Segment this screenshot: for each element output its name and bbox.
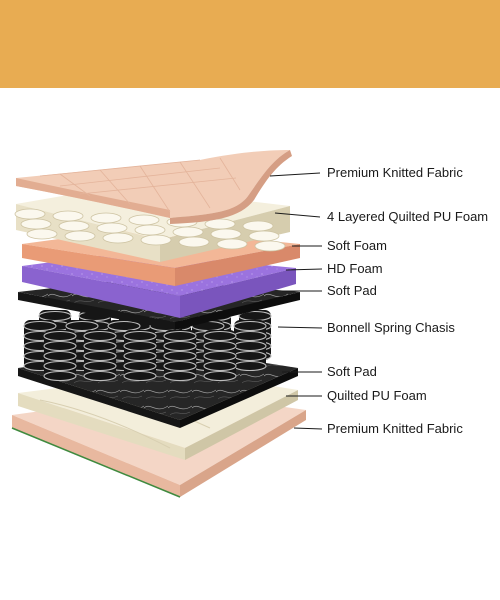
spring-ring xyxy=(163,370,197,382)
spring-ring xyxy=(83,350,117,362)
leader-line xyxy=(274,212,321,218)
spring-ring xyxy=(203,360,237,372)
quilt-puff xyxy=(26,228,58,240)
layer-top-fabric xyxy=(16,150,292,224)
spring-ring xyxy=(163,330,197,342)
label-quilted-pu-foam: Quilted PU Foam xyxy=(327,388,427,403)
label-soft-pad-lower: Soft Pad xyxy=(327,364,377,379)
spring-ring xyxy=(203,330,237,342)
spring-ring xyxy=(83,330,117,342)
spring-ring xyxy=(23,320,57,332)
spring-ring xyxy=(123,350,157,362)
spring-ring xyxy=(203,350,237,362)
label-bonnell-spring-chasis: Bonnell Spring Chasis xyxy=(327,320,455,335)
spring-ring xyxy=(123,340,157,352)
spring-ring xyxy=(123,330,157,342)
quilt-puff xyxy=(216,238,248,250)
top-banner xyxy=(0,0,500,88)
spring-ring xyxy=(203,370,237,382)
spring-ring xyxy=(163,350,197,362)
spring-ring xyxy=(43,340,77,352)
spring-ring xyxy=(233,320,267,332)
spring-ring xyxy=(83,360,117,372)
label-premium-knitted-fabric-bottom: Premium Knitted Fabric xyxy=(327,421,463,436)
label-leader-lines xyxy=(269,172,323,430)
quilt-puff xyxy=(178,236,210,248)
quilt-puff xyxy=(102,232,134,244)
spring-ring xyxy=(163,360,197,372)
spring-ring xyxy=(43,370,77,382)
spring-ring xyxy=(43,330,77,342)
spring-ring xyxy=(43,350,77,362)
spring-ring xyxy=(83,340,117,352)
spring-ring xyxy=(163,340,197,352)
label-hd-foam: HD Foam xyxy=(327,261,383,276)
label-soft-foam: Soft Foam xyxy=(327,238,387,253)
leader-line xyxy=(285,268,323,271)
spring-ring xyxy=(123,370,157,382)
spring-ring xyxy=(203,340,237,352)
label-premium-knitted-fabric-top: Premium Knitted Fabric xyxy=(327,165,463,180)
label-4-layered-quilted-pu-foam: 4 Layered Quilted PU Foam xyxy=(327,209,489,224)
leader-line xyxy=(269,172,321,177)
quilt-puff xyxy=(140,234,172,246)
leader-line xyxy=(293,427,323,430)
spring-ring xyxy=(123,360,157,372)
quilt-puff xyxy=(64,230,96,242)
spring-ring xyxy=(107,320,141,332)
label-soft-pad-upper: Soft Pad xyxy=(327,283,377,298)
spring-ring xyxy=(83,370,117,382)
spring-ring xyxy=(38,310,72,322)
quilt-puff xyxy=(254,240,286,252)
spring-ring xyxy=(65,320,99,332)
leader-line xyxy=(277,326,323,329)
spring-ring xyxy=(43,360,77,372)
